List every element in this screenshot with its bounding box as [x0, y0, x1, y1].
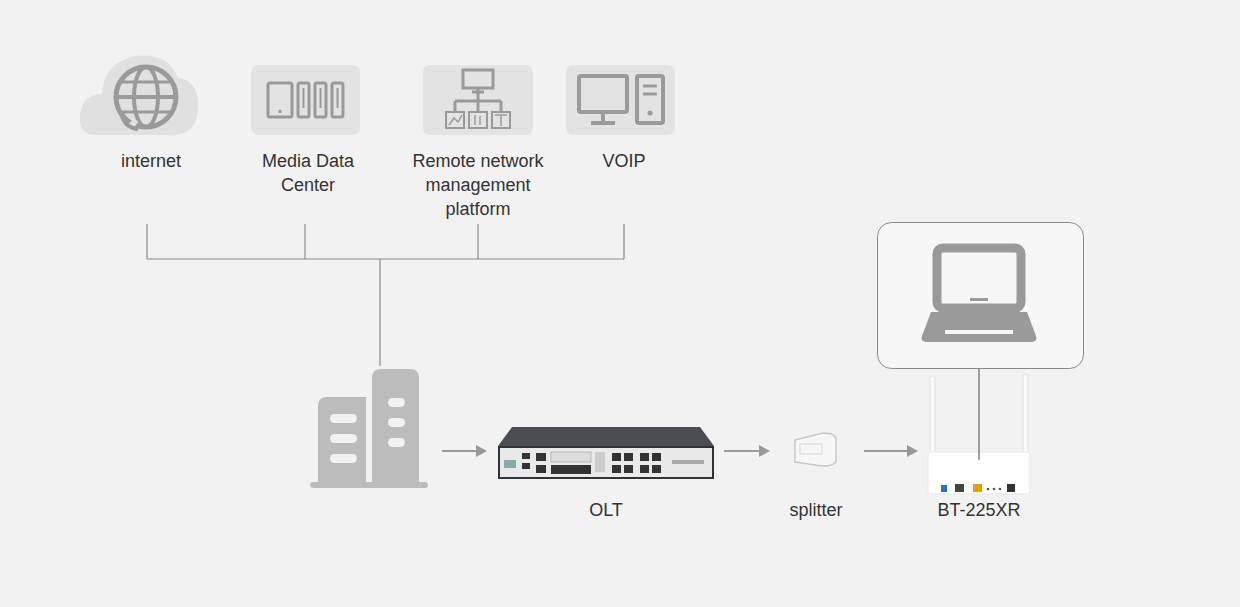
voip-icon — [566, 65, 675, 135]
node-label: VOIP — [564, 149, 684, 173]
bus-wires — [147, 224, 624, 366]
internet-icon — [80, 55, 198, 135]
node-label: Media Data Center — [253, 149, 363, 197]
node-label: internet — [81, 149, 221, 173]
splitter-device — [795, 433, 836, 466]
media-data-center-icon — [251, 65, 360, 135]
network-management-icon — [423, 65, 533, 135]
building-icon — [310, 369, 428, 488]
laptop-panel — [878, 223, 1084, 461]
device-node: BT-225XR — [924, 372, 1034, 525]
node-label: Remote network management platform — [403, 149, 553, 221]
device-node: splitter — [776, 430, 856, 525]
olt-device — [498, 427, 714, 479]
node-label: OLT — [498, 498, 714, 522]
tile-node: Media Data Center — [233, 65, 383, 200]
node-label: BT-225XR — [924, 498, 1034, 522]
node-label: splitter — [776, 498, 856, 522]
cloud-node: internet — [81, 48, 221, 178]
tile-node: VOIP — [564, 65, 684, 177]
connector-arrow — [864, 445, 918, 457]
connector-arrow — [724, 445, 770, 457]
uplink-arrow — [442, 445, 487, 457]
tile-node: Remote network management platform — [398, 65, 558, 225]
device-node: OLT — [496, 425, 716, 525]
